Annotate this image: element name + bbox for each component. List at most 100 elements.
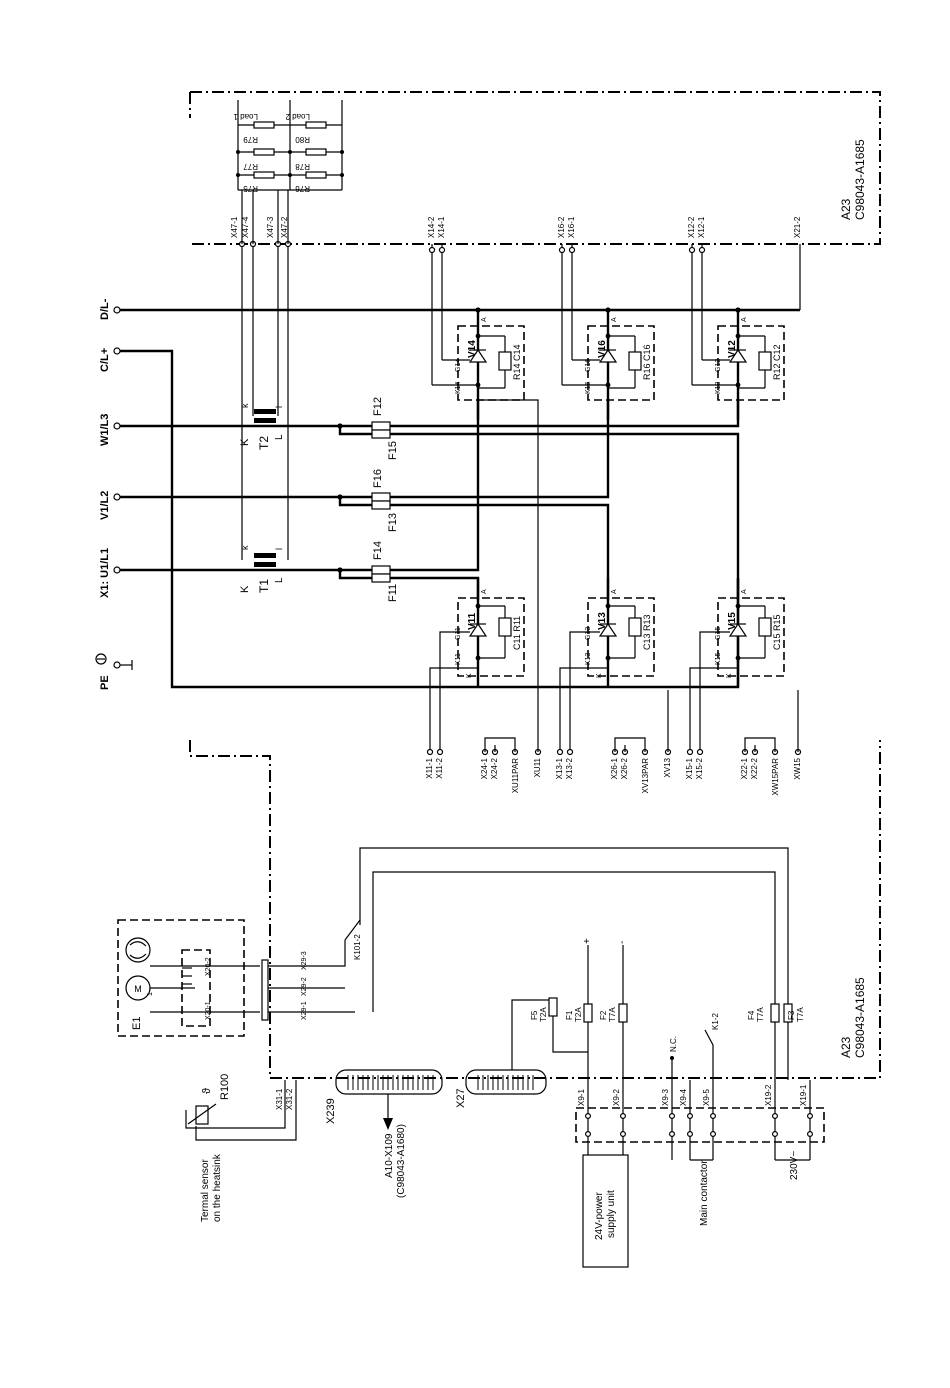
svg-text:V12: V12: [727, 340, 738, 358]
svg-text:X19-2: X19-2: [764, 1084, 773, 1106]
svg-text:M: M: [134, 984, 142, 994]
terminal-u1-label: X1: U1/L1: [99, 548, 111, 598]
svg-text:K15: K15: [715, 652, 722, 665]
top-connector-labels: X47-1 X47-4 X47-3 X47-2 X14-2 X14-1 X16-…: [230, 216, 802, 238]
svg-text:X24-1: X24-1: [480, 757, 489, 779]
svg-text:R14 C14: R14 C14: [512, 344, 522, 380]
svg-text:A: A: [611, 317, 618, 322]
svg-text:X13-1: X13-1: [555, 757, 564, 779]
svg-text:X29-2: X29-2: [301, 977, 308, 996]
svg-text:V13: V13: [597, 612, 608, 630]
svg-text:A: A: [741, 317, 748, 322]
svg-text:+: +: [582, 938, 593, 944]
svg-text:A: A: [611, 589, 618, 594]
svg-text:K101-2: K101-2: [353, 934, 362, 960]
svg-text:K: K: [239, 438, 251, 446]
svg-text:R79: R79: [243, 135, 258, 144]
svg-text:X14-2: X14-2: [427, 216, 436, 238]
module-label-top: A23 C98043-A1685: [839, 139, 867, 220]
phase-fuses: F14 F11 F16 F13 F12 F15: [371, 397, 399, 602]
svg-text:X13-2: X13-2: [565, 757, 574, 779]
svg-text:K: K: [726, 673, 733, 678]
svg-text:F13: F13: [387, 513, 399, 532]
svg-text:XV13: XV13: [663, 757, 672, 777]
thyristor-v13: V13 G13 K13 C13 R13 A K: [559, 578, 655, 750]
svg-text:X29-1: X29-1: [301, 1001, 308, 1020]
svg-text:A23: A23: [839, 198, 853, 220]
svg-text:F4: F4: [747, 1010, 756, 1020]
svg-text:R77: R77: [243, 162, 258, 171]
svg-text:230V~: 230V~: [789, 1151, 800, 1180]
module-border-top: [189, 91, 881, 245]
svg-text:X15-2: X15-2: [695, 757, 704, 779]
svg-text:L: L: [274, 434, 285, 440]
svg-text:X24-2: X24-2: [490, 757, 499, 779]
svg-text:on the heatsink: on the heatsink: [212, 1153, 223, 1222]
svg-text:A10-X109: A10-X109: [384, 1133, 395, 1178]
svg-text:X27: X27: [455, 1088, 467, 1108]
svg-text:X9-5: X9-5: [702, 1089, 711, 1106]
svg-text:supply unit: supply unit: [606, 1190, 617, 1238]
module-border-bottom: [189, 740, 881, 1079]
terminal-v1-label: V1/L2: [99, 491, 111, 520]
svg-text:R78: R78: [295, 162, 310, 171]
transformer-secondary-wires: [238, 240, 292, 560]
svg-text:Termal sensor: Termal sensor: [200, 1159, 211, 1222]
svg-text:Load 1: Load 1: [233, 112, 258, 121]
svg-text:T2: T2: [257, 436, 271, 450]
x9-x19-terminal-block: X9-1 X9-2 X9-3 X9-4 X9-5 X19-2 X19-1: [575, 1080, 825, 1160]
svg-text:X26-2: X26-2: [620, 757, 629, 779]
terminal-pe-label: PE: [99, 675, 111, 690]
svg-text:T1: T1: [257, 579, 271, 593]
svg-text:X22-2: X22-2: [750, 757, 759, 779]
svg-text:A: A: [741, 589, 748, 594]
svg-text:T7A: T7A: [796, 1007, 805, 1022]
svg-text:X9-4: X9-4: [679, 1089, 688, 1106]
svg-text:X47-4: X47-4: [241, 216, 250, 238]
svg-text:Main contactor: Main contactor: [699, 1160, 710, 1226]
svg-text:R100: R100: [219, 1074, 231, 1100]
svg-text:X29-3: X29-3: [301, 951, 308, 970]
thyristor-v14: V14 G14 K14 R14 C14 A: [428, 244, 525, 420]
svg-text:l: l: [274, 548, 284, 550]
mid-connector-labels: X11-1 X11-2 X24-1 X24-2 XU11PAR XU11 X13…: [425, 757, 802, 795]
svg-text:F1: F1: [565, 1010, 574, 1020]
psu-box: 24V-power supply unit: [582, 1154, 629, 1268]
svg-text:G12: G12: [715, 359, 722, 372]
relay-k1-nc: N.C. K1-2: [669, 1013, 720, 1080]
svg-text:X11-2: X11-2: [435, 757, 444, 778]
svg-text:C98043-A1685: C98043-A1685: [853, 977, 867, 1058]
svg-text:K13: K13: [585, 652, 592, 665]
svg-text:K1-2: K1-2: [711, 1013, 720, 1030]
fuse-outputs: [390, 400, 740, 600]
thyristor-v12: V12 G12 K12 R12 C12 A: [688, 244, 785, 420]
svg-text:X31-1: X31-1: [275, 1088, 284, 1110]
svg-text:X26-1: X26-1: [610, 757, 619, 779]
fan-e1: M 1~ E1 X20-1 X20-2 X29-1 X29-2 X29-3: [117, 919, 355, 1037]
svg-text:V11: V11: [467, 612, 478, 630]
svg-text:T2A: T2A: [574, 1007, 583, 1022]
svg-text:k: k: [240, 545, 250, 550]
thyristor-v15: V15 G15 K15 C15 R15 A K: [689, 578, 785, 750]
svg-text:V15: V15: [727, 612, 738, 630]
relay-k101-contact: K101-2: [320, 847, 789, 1080]
svg-text:(C98043-A1680): (C98043-A1680): [396, 1124, 407, 1198]
svg-text:Load 2: Load 2: [285, 112, 310, 121]
svg-text:V14: V14: [467, 340, 478, 358]
power-rails: [113, 244, 801, 689]
svg-text:XW15: XW15: [793, 757, 802, 779]
svg-text:T7A: T7A: [756, 1007, 765, 1022]
svg-text:C11 R11: C11 R11: [512, 616, 522, 650]
svg-text:X47-2: X47-2: [280, 216, 289, 238]
svg-text:T7A: T7A: [608, 1007, 617, 1022]
svg-text:F15: F15: [387, 441, 399, 460]
svg-text:G15: G15: [715, 627, 722, 640]
svg-text:k: k: [240, 403, 250, 408]
svg-text:V16: V16: [597, 340, 608, 358]
terminal-labels: PE X1: U1/L1 V1/L2 W1/L3 C/L+ D/L-: [99, 298, 111, 690]
ribbon-x239: X239 A10-X109 (C98043-A1680): [325, 1069, 443, 1198]
svg-text:A23: A23: [839, 1036, 853, 1058]
svg-text:K: K: [239, 585, 251, 593]
svg-text:F2: F2: [599, 1010, 608, 1020]
svg-text:X15-1: X15-1: [685, 757, 694, 779]
